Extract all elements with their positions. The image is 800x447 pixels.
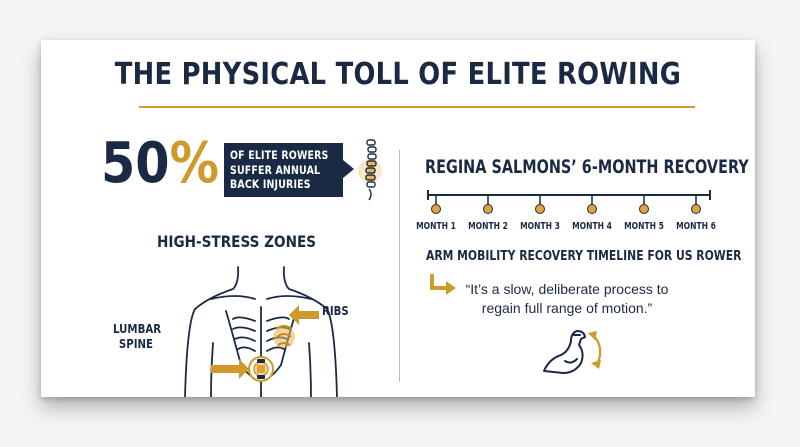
title-underline bbox=[139, 106, 695, 108]
recovery-heading: REGINA SALMONS’ 6-MONTH RECOVERY bbox=[425, 157, 749, 178]
flexed-arm-icon bbox=[543, 330, 602, 374]
lumbar-label-line: LUMBAR bbox=[113, 322, 162, 336]
lumbar-spine-label: LUMBAR SPINE bbox=[113, 322, 162, 352]
ribs-label: RIBS bbox=[322, 304, 349, 318]
high-stress-heading: HIGH-STRESS ZONES bbox=[157, 232, 317, 251]
stat-text-line: SUFFER ANNUAL bbox=[230, 162, 321, 177]
recovery-timeline bbox=[427, 190, 711, 214]
stat-text-line: OF ELITE ROWERS bbox=[230, 148, 329, 162]
spine-icon bbox=[358, 139, 382, 201]
timeline-dot bbox=[535, 204, 545, 214]
torso-skeleton-icon bbox=[184, 266, 338, 397]
month-label: MONTH 2 bbox=[468, 221, 508, 232]
stat-percent-sign: % bbox=[169, 131, 219, 196]
timeline-dot bbox=[691, 204, 701, 214]
page-title: THE PHYSICAL TOLL OF ELITE ROWING bbox=[114, 57, 682, 92]
month-label: MONTH 6 bbox=[676, 221, 716, 232]
stat-callout: OF ELITE ROWERS SUFFER ANNUAL BACK INJUR… bbox=[224, 143, 343, 197]
elbow-arrow-icon bbox=[430, 274, 456, 295]
timeline-dot bbox=[431, 204, 441, 214]
timeline-dot bbox=[483, 204, 493, 214]
quote-line: regain full range of motion.” bbox=[481, 300, 653, 316]
timeline-dot bbox=[639, 204, 649, 214]
stat-figure: 50% bbox=[101, 136, 219, 192]
column-divider bbox=[399, 150, 400, 382]
timeline-dot bbox=[587, 204, 597, 214]
month-label: MONTH 4 bbox=[572, 221, 612, 232]
quote-line: “It’s a slow, deliberate process to bbox=[465, 281, 669, 297]
stat-callout-pointer bbox=[343, 160, 354, 178]
stat-number: 50 bbox=[101, 131, 170, 196]
recovery-quote: “It’s a slow, deliberate process to rega… bbox=[457, 280, 677, 318]
month-label: MONTH 5 bbox=[624, 221, 664, 232]
month-label: MONTH 3 bbox=[520, 221, 560, 232]
arm-mobility-heading: ARM MOBILITY RECOVERY TIMELINE FOR US RO… bbox=[426, 248, 742, 264]
infographic-card: THE PHYSICAL TOLL OF ELITE ROWING 50% OF… bbox=[41, 40, 755, 397]
lumbar-label-line: SPINE bbox=[118, 337, 154, 351]
stat-callout-text: OF ELITE ROWERS SUFFER ANNUAL BACK INJUR… bbox=[230, 148, 345, 192]
stat-text-line: BACK INJURIES bbox=[230, 177, 311, 191]
month-label: MONTH 1 bbox=[416, 221, 456, 232]
